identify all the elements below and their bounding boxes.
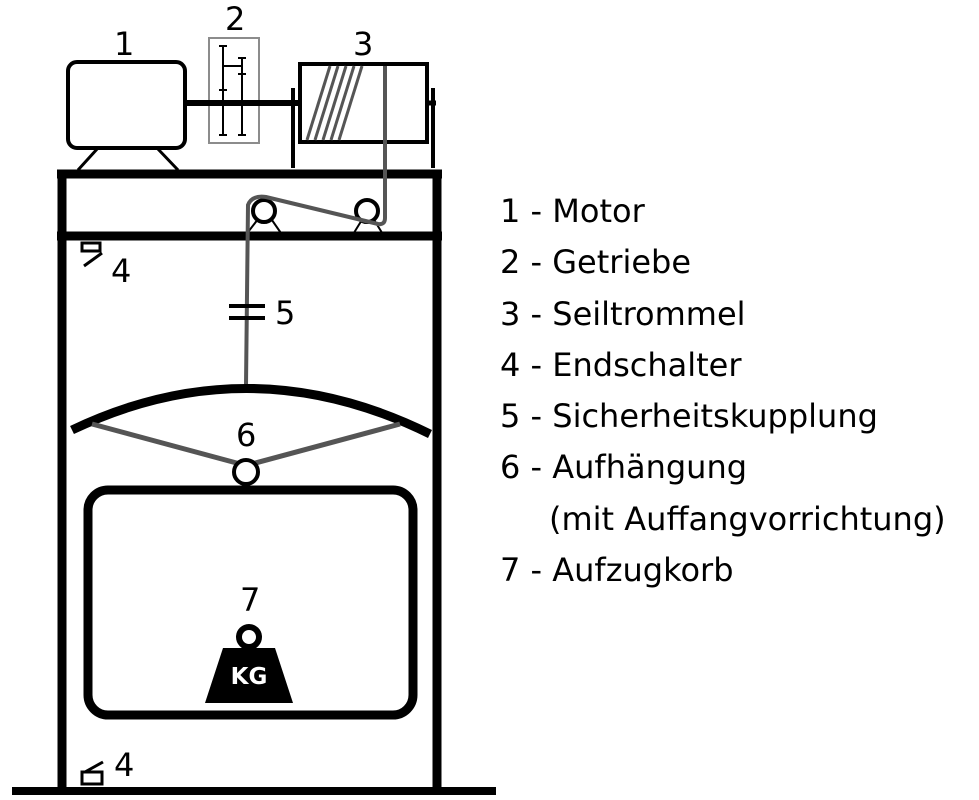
legend-item: 4 - Endschalter <box>500 345 742 384</box>
weight-icon: KG <box>205 624 293 703</box>
legend-item-continuation: (mit Auffangvorrichtung) <box>549 499 946 538</box>
pulley-left <box>244 198 284 237</box>
suspension-tension-rods <box>91 421 401 468</box>
label-cabin: 7 <box>240 581 260 619</box>
limit-switch-top <box>80 241 103 268</box>
legend-item: 2 - Getriebe <box>500 243 692 282</box>
limit-switch-bottom <box>80 760 104 786</box>
suspension-hook <box>232 458 260 486</box>
legend: 1 - Motor 2 - Getriebe 3 - Seiltrommel 4… <box>500 189 946 599</box>
gearbox <box>185 37 300 144</box>
rope <box>244 66 387 386</box>
weight-label: KG <box>231 664 268 690</box>
rope-drum <box>291 62 436 168</box>
label-limit-switch-bottom: 4 <box>114 746 134 784</box>
label-coupling: 5 <box>275 294 295 332</box>
label-motor: 1 <box>114 25 134 63</box>
suspension-beam <box>70 384 432 439</box>
label-suspension: 6 <box>236 416 256 454</box>
legend-item: 3 - Seiltrommel <box>500 294 746 333</box>
legend-item: 1 - Motor <box>500 192 645 230</box>
label-gearbox: 2 <box>225 0 245 38</box>
legend-item: 7 - Aufzugkorb <box>500 551 734 590</box>
safety-coupling <box>229 304 265 320</box>
label-limit-switch-top: 4 <box>111 252 131 290</box>
legend-item: 6 - Aufhängung <box>500 448 748 487</box>
legend-item: 5 - Sicherheitskupplung <box>500 397 878 436</box>
elevator-cabin <box>83 485 418 720</box>
label-drum: 3 <box>353 25 373 63</box>
motor <box>66 60 187 172</box>
